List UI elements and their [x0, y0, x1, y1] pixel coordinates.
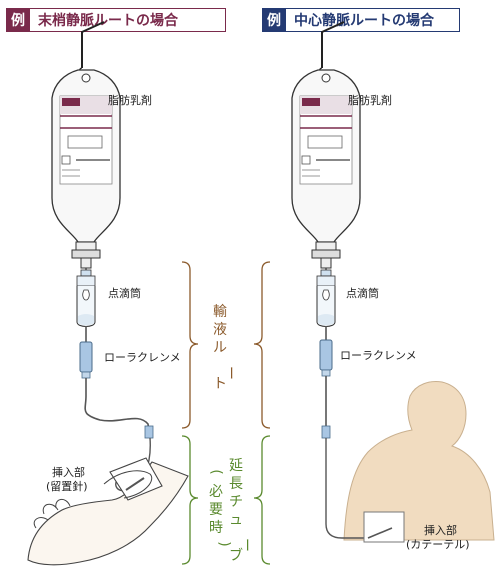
- clamp-label: ローラクレンメ: [340, 349, 417, 362]
- vertical-char: 液: [213, 322, 227, 338]
- vertical-char: ュ: [229, 512, 243, 528]
- bag-label: 脂肪乳剤: [348, 93, 392, 107]
- left-infusion-set: [27, 21, 189, 566]
- patient-torso: [343, 381, 495, 541]
- vertical-char: ー: [222, 366, 238, 380]
- catheter: [367, 527, 393, 539]
- vertical-char: 要: [209, 502, 223, 518]
- vertical-char: チ: [229, 494, 243, 510]
- example-badge: 例: [6, 8, 30, 32]
- header-central-route: 例 中心静脈ルートの場合: [262, 8, 460, 32]
- drip-chamber-label: 点滴筒: [346, 286, 379, 300]
- fat-emulsion-bag: [51, 21, 121, 269]
- vertical-char: (: [208, 469, 224, 474]
- vertical-char: ル: [213, 340, 227, 356]
- tube-connector: [321, 425, 331, 439]
- vertical-char: ブ: [229, 547, 243, 564]
- insertion-sublabel: (留置針): [46, 479, 88, 493]
- vertical-char: ): [216, 541, 232, 546]
- drip-chamber-label: 点滴筒: [108, 286, 141, 300]
- drip-chamber: [76, 269, 96, 327]
- drip-chamber: [316, 269, 336, 327]
- example-badge: 例: [262, 8, 286, 32]
- tube-connector: [144, 425, 154, 439]
- vertical-char: 長: [229, 476, 243, 492]
- vertical-char: ー: [238, 538, 254, 552]
- header-peripheral-route: 例 末梢静脈ルートの場合: [6, 8, 226, 32]
- roller-clamp: [319, 339, 333, 377]
- infusion-tube: [84, 378, 151, 439]
- extension-tube: [325, 438, 368, 539]
- roller-clamp: [79, 341, 93, 379]
- insertion-label: 挿入部: [52, 465, 85, 479]
- insertion-label: 挿入部: [424, 523, 457, 537]
- vertical-char: ト: [213, 376, 227, 392]
- required-label: ( 必 要 時 ): [208, 469, 232, 546]
- extension-tube-bracket: [181, 435, 271, 565]
- fat-emulsion-bag: [291, 21, 361, 269]
- clamp-label: ローラクレンメ: [104, 351, 181, 364]
- header-title: 末梢静脈ルートの場合: [30, 8, 226, 32]
- header-title: 中心静脈ルートの場合: [286, 8, 460, 32]
- vertical-char: 必: [209, 484, 223, 500]
- vertical-char: 時: [209, 520, 223, 536]
- insertion-sublabel: (カテーテル): [406, 538, 470, 551]
- right-infusion-set: [291, 21, 495, 543]
- dressing-tape: [109, 457, 163, 501]
- infusion-route-bracket: [181, 261, 271, 429]
- indwelling-needle: [125, 477, 145, 491]
- bag-label: 脂肪乳剤: [108, 93, 152, 107]
- extension-tube-label: 延 長 チ ュ ー ブ: [229, 458, 254, 564]
- vertical-char: 延: [229, 458, 243, 474]
- infusion-route-label: 輸 液 ル ー ト: [213, 304, 238, 392]
- vertical-char: 輸: [213, 304, 227, 320]
